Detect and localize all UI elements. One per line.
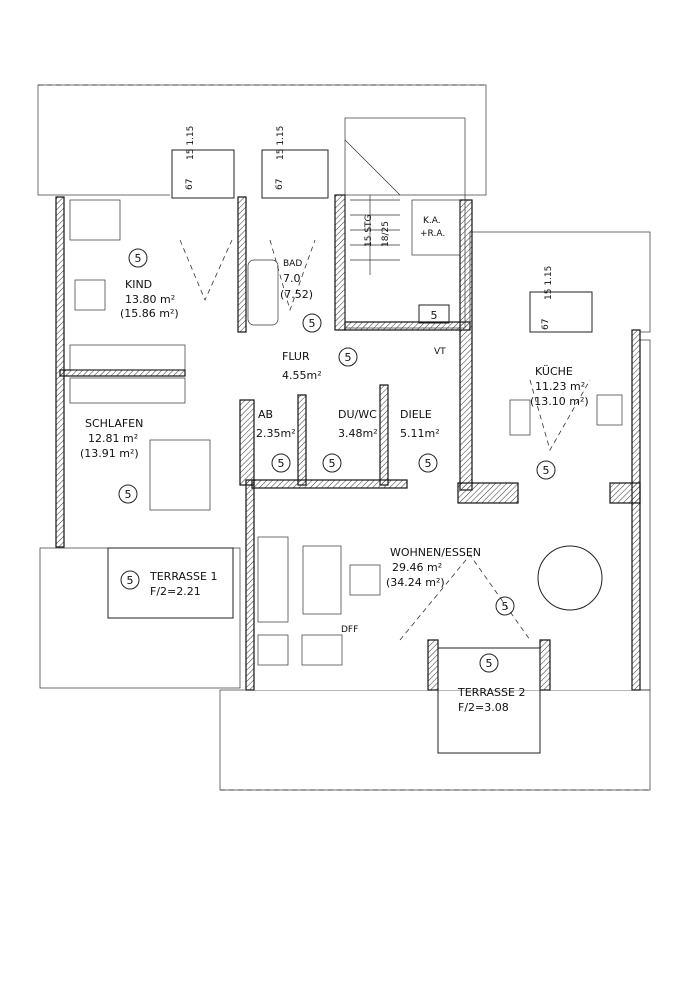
svg-text:TERRASSE 1: TERRASSE 1 <box>149 570 217 583</box>
svg-text:KIND: KIND <box>125 278 152 291</box>
svg-text:+R.A.: +R.A. <box>420 229 445 239</box>
room-flur: FLUR 4.55m² <box>282 350 322 382</box>
room-ab: AB 2.35m² <box>256 408 296 440</box>
marker-bad: 5 <box>302 313 322 333</box>
annotations: 15 1.15 15 1.15 15 1.15 67 67 67 15 STG … <box>185 126 554 635</box>
marker-kind: 5 <box>128 248 148 268</box>
svg-text:K.A.: K.A. <box>423 216 441 226</box>
svg-text:5.11m²: 5.11m² <box>400 427 440 440</box>
svg-text:(7.52): (7.52) <box>280 288 313 301</box>
svg-text:5: 5 <box>486 657 493 670</box>
svg-text:FLUR: FLUR <box>282 350 310 363</box>
svg-text:4.55m²: 4.55m² <box>282 369 322 382</box>
svg-text:5: 5 <box>502 600 509 613</box>
svg-text:12.81 m²: 12.81 m² <box>88 432 138 445</box>
svg-text:3.48m²: 3.48m² <box>338 427 378 440</box>
marker-du-wc: 5 <box>322 453 342 473</box>
svg-text:5: 5 <box>127 574 134 587</box>
walls <box>55 194 641 691</box>
furniture <box>69 199 623 666</box>
svg-text:WOHNEN/ESSEN: WOHNEN/ESSEN <box>390 546 481 559</box>
roof-right <box>469 231 651 333</box>
room-diele: DIELE 5.11m² <box>400 408 440 440</box>
svg-text:5: 5 <box>329 457 336 470</box>
svg-text:29.46 m²: 29.46 m² <box>392 561 442 574</box>
svg-text:2.35m²: 2.35m² <box>256 427 296 440</box>
svg-text:(13.10 m²): (13.10 m²) <box>530 395 589 408</box>
roof-bottom <box>219 689 651 791</box>
marker-wohnen: 5 <box>495 596 515 616</box>
svg-text:7.0: 7.0 <box>283 272 301 285</box>
marker-diele: 5 <box>418 453 438 473</box>
svg-text:18/25: 18/25 <box>381 221 391 247</box>
level-markers: 5 5 5 5 5 5 5 5 5 5 5 <box>118 248 556 673</box>
marker-schlafen: 5 <box>118 484 138 504</box>
svg-text:5: 5 <box>543 464 550 477</box>
svg-text:15 1.15: 15 1.15 <box>544 266 554 300</box>
svg-text:DFF: DFF <box>341 625 358 635</box>
svg-text:15 1.15: 15 1.15 <box>276 126 286 160</box>
svg-text:VT: VT <box>434 347 446 357</box>
svg-text:5: 5 <box>309 317 316 330</box>
marker-terrasse-1: 5 <box>120 570 140 590</box>
svg-text:13.80 m²: 13.80 m² <box>125 293 175 306</box>
svg-text:5: 5 <box>431 309 438 322</box>
room-wohnen-essen: WOHNEN/ESSEN 29.46 m² (34.24 m²) <box>386 546 481 589</box>
room-bad: BAD 7.0 (7.52) <box>280 259 313 301</box>
svg-text:5: 5 <box>425 457 432 470</box>
svg-text:15 STG: 15 STG <box>364 214 374 247</box>
svg-text:(13.91 m²): (13.91 m²) <box>80 447 139 460</box>
marker-ab: 5 <box>271 453 291 473</box>
svg-text:67: 67 <box>541 319 551 330</box>
room-kind: KIND 13.80 m² (15.86 m²) <box>120 278 179 320</box>
svg-text:DU/WC: DU/WC <box>338 408 377 421</box>
room-kueche: KÜCHE 11.23 m² (13.10 m²) <box>530 365 589 408</box>
room-terrasse-2: TERRASSE 2 F/2=3.08 <box>457 686 525 714</box>
svg-text:11.23 m²: 11.23 m² <box>535 380 585 393</box>
terrasse-2-floor <box>437 647 541 754</box>
room-schlafen: SCHLAFEN 12.81 m² (13.91 m²) <box>80 417 143 460</box>
terrasse-1-floor <box>107 547 234 619</box>
svg-text:67: 67 <box>185 179 195 190</box>
svg-text:(15.86 m²): (15.86 m²) <box>120 307 179 320</box>
svg-text:F/2=2.21: F/2=2.21 <box>150 585 201 598</box>
svg-text:5: 5 <box>125 488 132 501</box>
marker-flur: 5 <box>338 347 358 367</box>
svg-text:5: 5 <box>278 457 285 470</box>
dormers <box>171 149 593 641</box>
room-terrasse-1: TERRASSE 1 F/2=2.21 <box>149 570 217 598</box>
room-du-wc: DU/WC 3.48m² <box>338 408 378 440</box>
svg-text:F/2=3.08: F/2=3.08 <box>458 701 509 714</box>
svg-text:SCHLAFEN: SCHLAFEN <box>85 417 143 430</box>
marker-terrasse-2: 5 <box>479 653 499 673</box>
marker-kueche: 5 <box>536 460 556 480</box>
svg-text:5: 5 <box>135 252 142 265</box>
svg-text:BAD: BAD <box>283 259 302 269</box>
svg-text:(34.24 m²): (34.24 m²) <box>386 576 445 589</box>
staircase <box>344 117 466 329</box>
svg-text:DIELE: DIELE <box>400 408 432 421</box>
svg-text:5: 5 <box>345 351 352 364</box>
svg-text:AB: AB <box>258 408 273 421</box>
svg-text:15 1.15: 15 1.15 <box>186 126 196 160</box>
svg-text:67: 67 <box>275 179 285 190</box>
svg-text:TERRASSE 2: TERRASSE 2 <box>457 686 525 699</box>
svg-text:KÜCHE: KÜCHE <box>535 365 573 378</box>
